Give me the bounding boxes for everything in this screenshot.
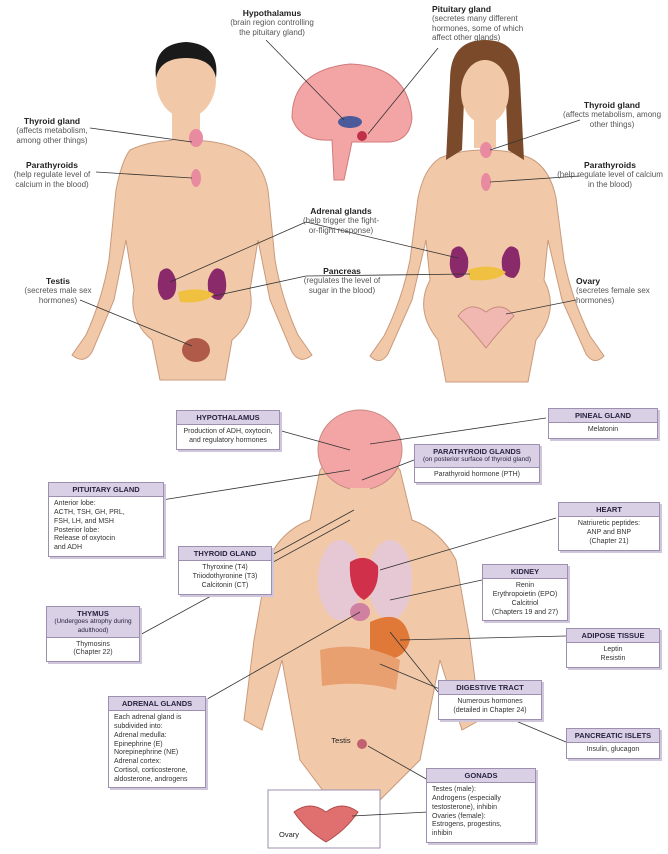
box-adrenal-glands: ADRENAL GLANDS Each adrenal gland is sub… [108,696,206,788]
label-pituitary: Pituitary gland(secretes many different … [432,4,528,43]
brain-illustration [292,64,412,180]
label-ovary: Ovary(secretes female sex hormones) [576,276,660,305]
box-gonads: GONADS Testes (male): Androgens (especia… [426,768,536,843]
label-pancreas: Pancreas(regulates the level of sugar in… [302,266,382,295]
box-pineal-gland: PINEAL GLAND Melatonin [548,408,658,439]
box-parathyroid-glands: PARATHYROID GLANDS(on posterior surface … [414,444,540,483]
label-parathyroids-left: Parathyroids(help regulate level of calc… [4,160,100,189]
box-heart: HEART Natriuretic peptides: ANP and BNP … [558,502,660,551]
box-adipose-tissue: ADIPOSE TISSUE Leptin Resistin [566,628,660,668]
label-ovary-small: Ovary [274,830,304,839]
box-hypothalamus: HYPOTHALAMUS Production of ADH, oxytocin… [176,410,280,450]
box-thyroid-gland: THYROID GLAND Thyroxine (T4) Triiodothyr… [178,546,272,595]
box-kidney: KIDNEY Renin Erythropoietin (EPO) Calcit… [482,564,568,621]
box-thymus: THYMUS(Undergoes atrophy during adulthoo… [46,606,140,662]
label-hypothalamus: Hypothalamus(brain region controlling th… [230,8,314,37]
label-parathyroids-right: Parathyroids(help regulate level of calc… [556,160,664,189]
label-testis: Testis(secretes male sex hormones) [16,276,100,305]
label-testis-small: Testis [326,736,356,745]
label-thyroid-left: Thyroid gland(affects metabolism, among … [4,116,100,145]
label-thyroid-right: Thyroid gland(affects metabolism, among … [560,100,664,129]
box-pancreatic-islets: PANCREATIC ISLETS Insulin, glucagon [566,728,660,759]
box-pituitary-gland: PITUITARY GLAND Anterior lobe: ACTH, TSH… [48,482,164,557]
label-adrenal-glands: Adrenal glands(help trigger the fight-or… [300,206,382,235]
male-figure [72,42,312,380]
box-digestive-tract: DIGESTIVE TRACT Numerous hormones (detai… [438,680,542,720]
